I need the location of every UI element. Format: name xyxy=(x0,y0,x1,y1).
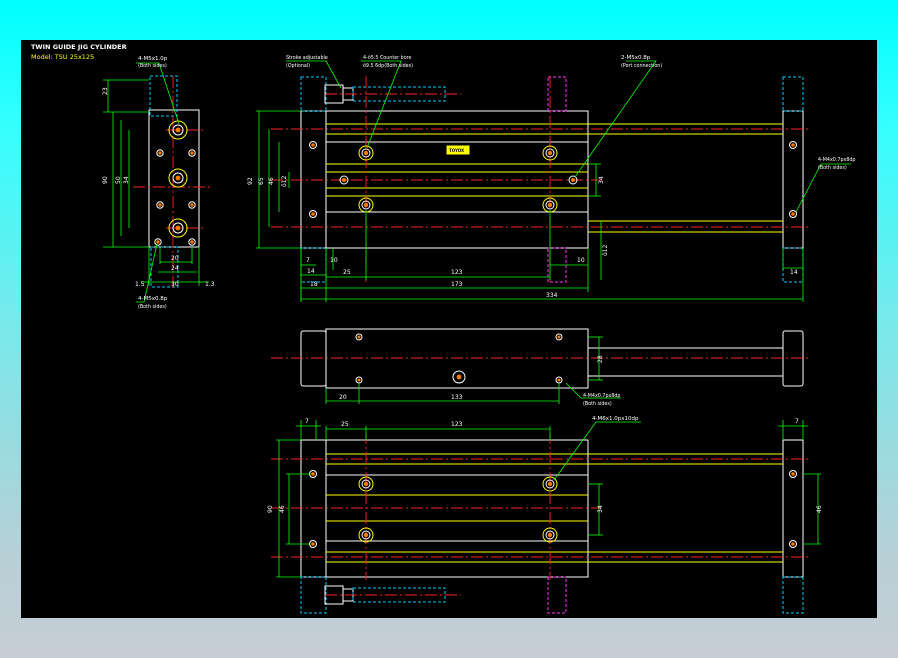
dim-46: 46 xyxy=(279,505,286,513)
dim-25: 25 xyxy=(343,269,351,276)
note-counterbore-sub: ö9.5 6dp(Both sides) xyxy=(363,63,413,69)
dim-133: 133 xyxy=(451,394,463,401)
note-side-top-sub: (Both sides) xyxy=(138,63,167,69)
bottom-view: 7 25 123 7 90 46 34 46 4-M6x1.0px10dp xyxy=(267,416,823,614)
note-side-bottom: 4-M5x0.8p xyxy=(138,296,168,302)
dim-1-5: 1.5 xyxy=(135,281,145,288)
dim-20: 20 xyxy=(339,394,347,401)
dim-7b: 7 xyxy=(795,418,799,425)
cad-drawing: TWIN GUIDE JIG CYLINDER Model: TSU 25x12… xyxy=(31,43,855,614)
note-stroke-adjust: Stroke adjustable xyxy=(286,55,328,61)
note-port: 2-M5x0.8p xyxy=(621,55,651,61)
note-rod: 4-M4x0.7px8dp xyxy=(818,157,855,163)
dim-90: 90 xyxy=(102,176,109,184)
note-rod-sub: (Both sides) xyxy=(818,165,847,171)
dim-334: 334 xyxy=(546,292,558,299)
note-bottom: 4-M6x1.0px10dp xyxy=(592,416,639,422)
side-view: 23 90 50 34 20 24 30 1.5 1.3 4-M5x1.0p (… xyxy=(102,56,215,310)
dim-7: 7 xyxy=(306,257,310,264)
dim-20: 20 xyxy=(171,255,179,262)
dim-34: 34 xyxy=(598,176,605,184)
dim-34: 34 xyxy=(597,505,604,513)
dim-123: 123 xyxy=(451,421,463,428)
note-middle-sub: (Both sides) xyxy=(583,401,612,407)
note-middle: 4-M4x0.7px8dp xyxy=(583,393,620,399)
dim-10b: 10 xyxy=(577,257,585,264)
dim-1-3: 1.3 xyxy=(205,281,215,288)
dim-23: 23 xyxy=(102,87,109,95)
drawing-model: Model: TSU 25x125 xyxy=(31,53,94,61)
dim-34: 34 xyxy=(123,176,130,184)
dim-92: 92 xyxy=(247,177,254,185)
dim-30: 30 xyxy=(171,281,179,288)
drawing-sheet: TWIN GUIDE JIG CYLINDER Model: TSU 25x12… xyxy=(21,40,877,618)
note-stroke-adjust-sub: (Optional) xyxy=(286,63,310,69)
top-view: TOYOX 92 65 46 ö12 34 ö12 xyxy=(247,55,855,302)
dim-90: 90 xyxy=(267,505,274,513)
dim-65: 65 xyxy=(258,177,265,185)
drawing-title: TWIN GUIDE JIG CYLINDER xyxy=(31,43,127,51)
note-counterbore: 4-ö5.5 Counter bore xyxy=(363,55,412,61)
dim-46b: 46 xyxy=(816,505,823,513)
note-side-bottom-sub: (Both sides) xyxy=(138,304,167,310)
dim-25: 25 xyxy=(341,421,349,428)
dim-24: 24 xyxy=(171,265,179,272)
middle-view: 28 20 133 4-M4x0.7px8dp (Both sides) xyxy=(271,328,811,407)
dim-123: 123 xyxy=(451,269,463,276)
dim-14: 14 xyxy=(307,268,315,275)
dim-14b: 14 xyxy=(790,269,798,276)
brand-badge: TOYOX xyxy=(449,148,464,153)
note-port-sub: (Port connection) xyxy=(621,63,662,69)
note-side-top: 4-M5x1.0p xyxy=(138,56,168,62)
dim-46: 46 xyxy=(268,177,275,185)
dim-phi12: ö12 xyxy=(281,176,288,187)
dim-7a: 7 xyxy=(305,418,309,425)
dim-28: 28 xyxy=(597,355,604,363)
dim-18: 18 xyxy=(310,281,318,288)
dim-10: 10 xyxy=(330,257,338,264)
dim-phi12-rod: ö12 xyxy=(602,245,609,256)
dim-173: 173 xyxy=(451,281,463,288)
dim-50: 50 xyxy=(115,176,122,184)
